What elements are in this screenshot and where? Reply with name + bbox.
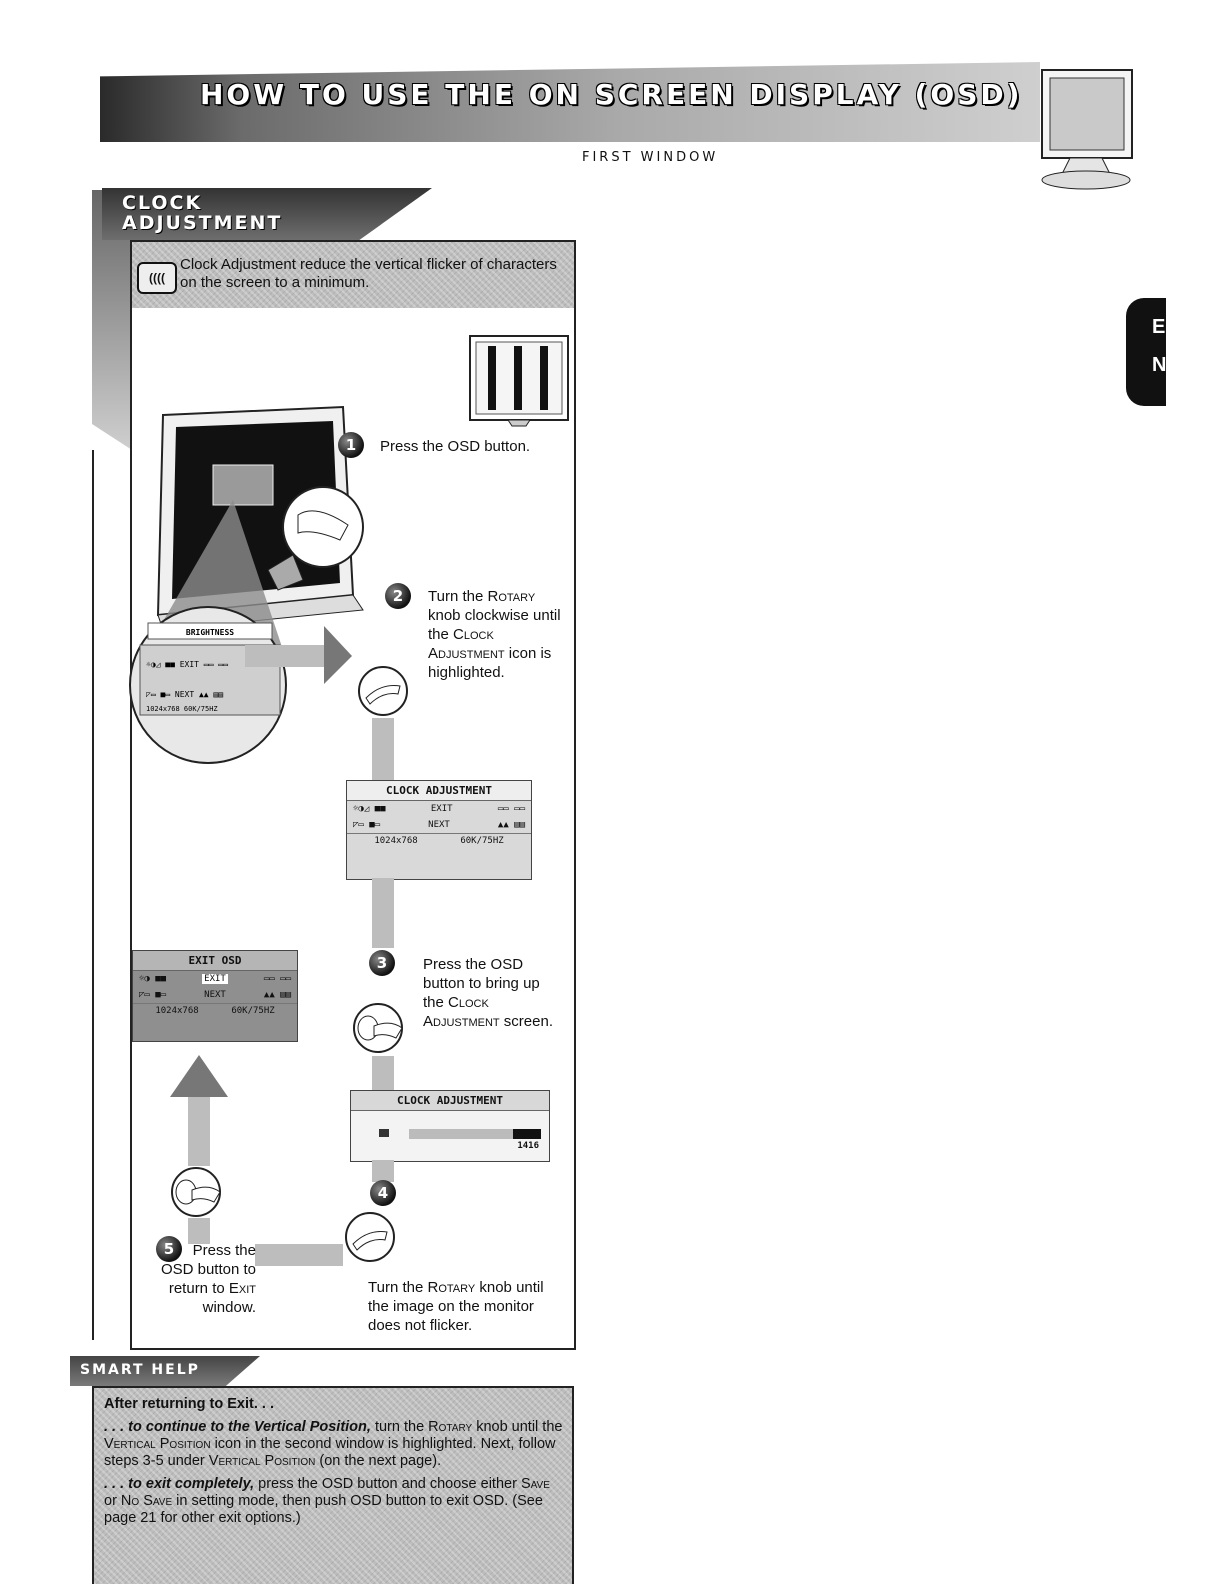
- smart-help-para-1: . . . to continue to the Vertical Positi…: [104, 1419, 563, 1469]
- flicker-screen-illustration: [469, 335, 569, 427]
- language-side-tab: E N: [1126, 298, 1166, 406]
- svg-text:BRIGHTNESS: BRIGHTNESS: [186, 628, 234, 637]
- header-banner: [100, 62, 1040, 142]
- smart-help-tab: [70, 1356, 260, 1386]
- smart-help-title: Smart Help: [80, 1362, 200, 1378]
- slider-fill: [513, 1129, 541, 1139]
- smart-help-para-2: . . . to exit completely, press the OSD …: [104, 1476, 550, 1526]
- flow-line-3-4: [372, 1056, 394, 1092]
- rotary-knob-icon: [358, 666, 408, 716]
- intro-text: Clock Adjustment reduce the vertical fli…: [180, 256, 557, 291]
- osd-clock-slider-panel: CLOCK ADJUSTMENT 1416: [350, 1090, 550, 1162]
- smart-help-box: [92, 1386, 574, 1584]
- svg-text:◸▭ ■▭ NEXT ▲▲ ▤▤: ◸▭ ■▭ NEXT ▲▲ ▤▤: [146, 690, 223, 699]
- slider-value: 1416: [517, 1141, 539, 1151]
- slider-track: [409, 1129, 541, 1139]
- section-title: Clock Adjustment: [122, 193, 282, 233]
- step-2-text: Turn the Rotary knob clockwise until the…: [428, 588, 561, 681]
- press-knob-icon: [353, 1003, 403, 1053]
- step-5-text: Press the OSD button to return to Exit w…: [160, 1242, 256, 1316]
- step-5-bullet: 5: [156, 1236, 182, 1262]
- osd-exit-row-2: ◸▭ ■▭NEXT▲▲ ▤▤: [139, 990, 291, 1000]
- intro-band: [132, 242, 574, 308]
- flow-arrow-head-up: [170, 1055, 228, 1097]
- flow-line-4-5: [255, 1244, 343, 1266]
- flow-arrow-shaft: [245, 645, 327, 667]
- flow-line-5-down: [188, 1218, 210, 1244]
- osd-clock-title: CLOCK ADJUSTMENT: [347, 781, 531, 801]
- monitor-osd-illustration: BRIGHTNESS ☼◑◿ ■■ EXIT ▭▭ ▭▭ ◸▭ ■▭ NEXT …: [129, 405, 364, 764]
- osd-row-1: ☼◑◿ ■■EXIT▭▭ ▭▭: [353, 804, 525, 814]
- clock-adjustment-icon: ((((: [137, 262, 177, 294]
- flow-line-5-up: [188, 1096, 210, 1166]
- osd-exit-panel: EXIT OSD ☼◑ ■■EXIT▭▭ ▭▭ ◸▭ ■▭NEXT▲▲ ▤▤ 1…: [132, 950, 298, 1042]
- slider-icon: [379, 1129, 389, 1137]
- side-tab-line2: N: [1152, 354, 1167, 376]
- step-3-bullet: 3: [369, 950, 395, 976]
- step-1-bullet: 1: [338, 432, 364, 458]
- side-tab-line1: E: [1152, 316, 1166, 338]
- step-3-text: Press the OSD button to bring up the Clo…: [423, 956, 553, 1030]
- page-title: How to Use the On Screen Display (OSD): [200, 78, 1023, 111]
- press-knob-icon-2: [171, 1167, 221, 1217]
- step-1-text: Press the OSD button.: [380, 438, 531, 455]
- flow-line-slider-4: [372, 1160, 394, 1182]
- rotary-knob-icon-2: [345, 1212, 395, 1262]
- svg-text:1024x768 60K/75HZ: 1024x768 60K/75HZ: [146, 705, 218, 713]
- section-title-line2: Adjustment: [122, 212, 283, 234]
- osd-exit-title: EXIT OSD: [133, 951, 297, 971]
- step-4-bullet: 4: [370, 1180, 396, 1206]
- osd-slider-title: CLOCK ADJUSTMENT: [351, 1091, 549, 1111]
- osd-clock-adjustment-panel: CLOCK ADJUSTMENT ☼◑◿ ■■EXIT▭▭ ▭▭ ◸▭ ■▭NE…: [346, 780, 532, 880]
- left-rule: [92, 450, 94, 1340]
- osd-row-2: ◸▭ ■▭NEXT▲▲ ▤▤: [353, 820, 525, 830]
- smart-help-heading: After returning to Exit. . .: [104, 1396, 274, 1412]
- step-2-bullet: 2: [385, 583, 411, 609]
- flow-line-to-3: [372, 878, 394, 948]
- flow-line-2-3: [372, 718, 394, 784]
- flow-arrow-head-right: [324, 626, 352, 684]
- osd-exit-row-1: ☼◑ ■■EXIT▭▭ ▭▭: [139, 974, 291, 984]
- page-subtitle: First window: [582, 150, 719, 165]
- smart-help-text: After returning to Exit. . . . . . to co…: [104, 1396, 566, 1533]
- monitor-illustration: [1041, 69, 1133, 190]
- step-4-text: Turn the Rotary knob until the image on …: [368, 1279, 544, 1334]
- section-title-line1: Clock: [122, 192, 203, 214]
- svg-text:☼◑◿ ■■ EXIT ▭▭ ▭▭: ☼◑◿ ■■ EXIT ▭▭ ▭▭: [146, 660, 228, 669]
